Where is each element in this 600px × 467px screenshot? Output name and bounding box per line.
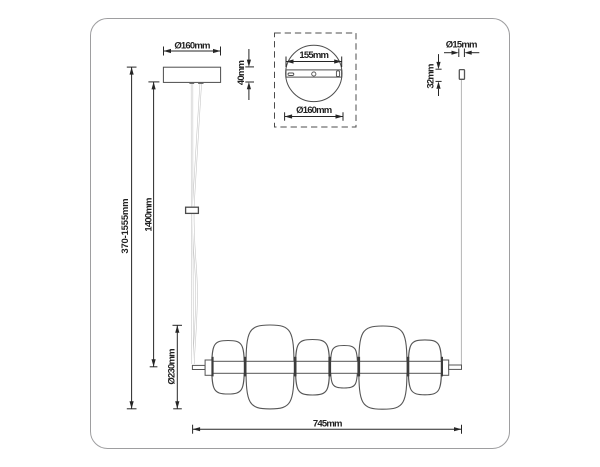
svg-text:155mm: 155mm bbox=[299, 50, 328, 61]
svg-text:Ø160mm: Ø160mm bbox=[296, 105, 332, 116]
svg-text:32mm: 32mm bbox=[425, 64, 436, 89]
svg-text:Ø15mm: Ø15mm bbox=[446, 40, 477, 51]
svg-text:745mm: 745mm bbox=[313, 418, 342, 429]
svg-text:Ø230mm: Ø230mm bbox=[166, 349, 177, 385]
svg-text:40mm: 40mm bbox=[236, 61, 247, 86]
svg-text:370-1555mm: 370-1555mm bbox=[120, 199, 131, 254]
svg-text:1400mm: 1400mm bbox=[143, 198, 154, 232]
svg-text:Ø160mm: Ø160mm bbox=[174, 40, 210, 51]
